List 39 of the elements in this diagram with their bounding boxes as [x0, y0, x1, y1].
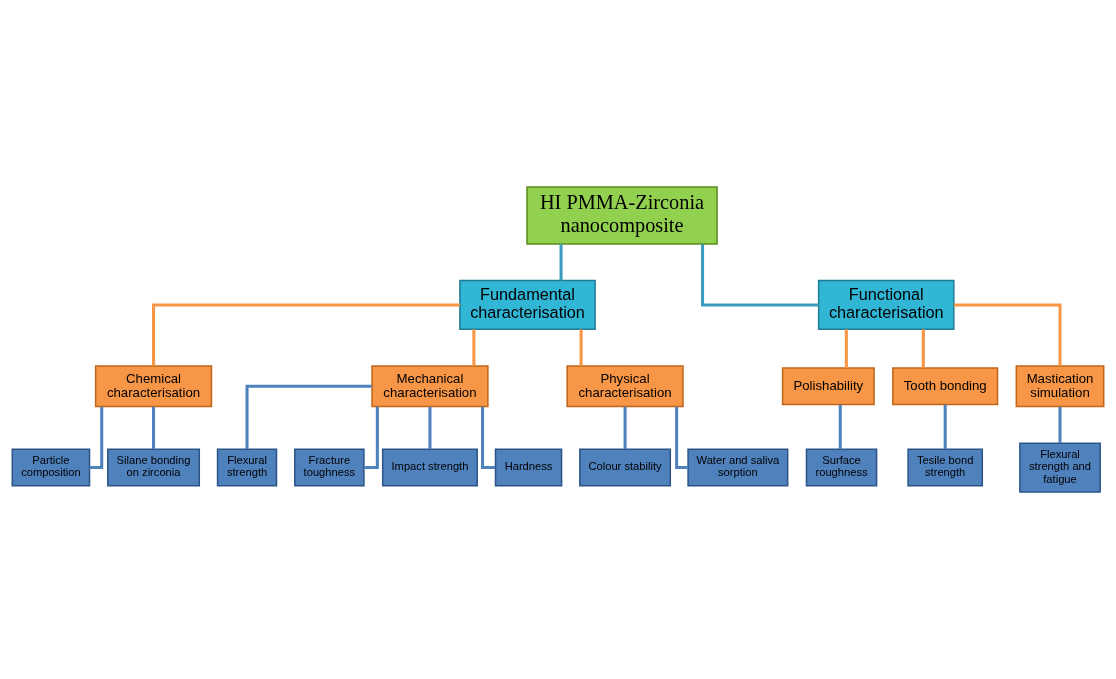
node-box: Silane bonding on zirconia: [107, 448, 201, 487]
node-box: Hardness: [494, 448, 563, 487]
node-box: Mastication simulation: [1015, 365, 1105, 408]
connector: [89, 406, 104, 470]
connector: [364, 406, 379, 470]
node-box: Polishability: [781, 367, 875, 406]
node-box: Tooth bonding: [892, 367, 999, 406]
connector: [838, 404, 842, 450]
node-box: HI PMMA-Zirconia nanocomposite: [526, 186, 718, 245]
connector: [428, 406, 432, 449]
connector: [579, 329, 583, 366]
connector: [152, 406, 156, 449]
node-box: Physical characterisation: [566, 365, 684, 408]
node-box: Flexural strength and fatigue: [1019, 442, 1101, 493]
node-box: Colour stability: [579, 448, 672, 487]
connector: [844, 329, 848, 368]
node-box: Fundamental characterisation: [459, 279, 596, 331]
connector: [559, 244, 563, 281]
connector: [623, 406, 627, 449]
node-box: Chemical characterisation: [94, 365, 213, 408]
connector: [943, 404, 947, 450]
connector: [472, 329, 476, 366]
node-box: Water and saliva sorption: [687, 448, 789, 487]
node-box: Tesile bond strength: [907, 448, 984, 487]
node-box: Impact strength: [381, 448, 478, 487]
connector: [481, 406, 496, 470]
node-box: Fracture toughness: [294, 448, 365, 487]
node-box: Surface roughness: [805, 448, 878, 487]
node-box: Particle composition: [11, 448, 91, 487]
node-box: Mechanical characterisation: [371, 365, 489, 408]
node-box: Functional characterisation: [817, 279, 955, 331]
connector: [953, 303, 1062, 366]
node-box: Flexural strength: [216, 448, 278, 487]
connector: [1058, 406, 1062, 443]
connector: [701, 244, 819, 307]
connector: [245, 384, 372, 450]
connector: [152, 303, 460, 366]
connector: [921, 329, 925, 368]
connector: [675, 406, 688, 470]
